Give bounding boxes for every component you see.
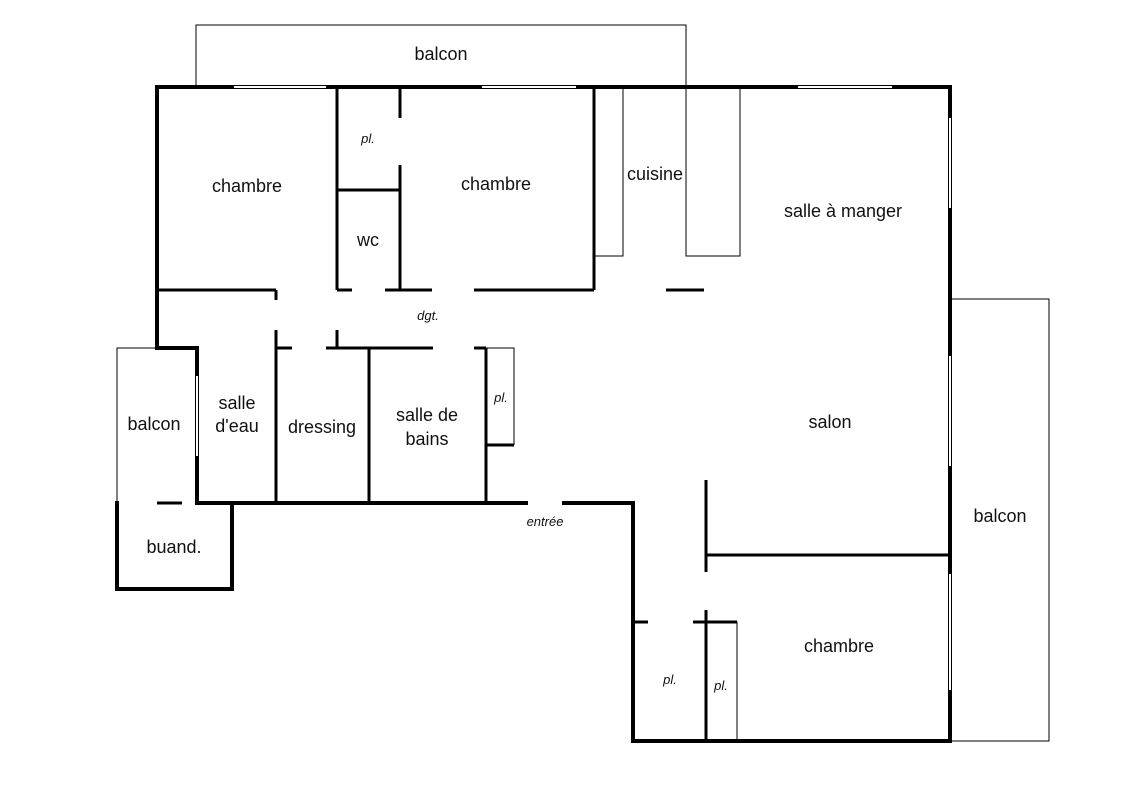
label-degagement: dgt. xyxy=(417,308,439,323)
label-salle-bains-1: salle de xyxy=(396,405,458,425)
label-placard-se-2: pl. xyxy=(713,678,728,693)
label-placard-top: pl. xyxy=(360,131,375,146)
label-balcon-top: balcon xyxy=(414,44,467,64)
label-balcon-west: balcon xyxy=(127,414,180,434)
balcony-west-outline xyxy=(116,347,157,503)
room-labels: balcon chambre pl. chambre wc cuisine sa… xyxy=(127,44,1026,693)
laundry-walls xyxy=(115,501,234,591)
label-placard-se-1: pl. xyxy=(662,672,677,687)
label-salle-bains-2: bains xyxy=(405,429,448,449)
label-wc: wc xyxy=(356,230,379,250)
west-wall xyxy=(155,85,632,505)
label-chambre-se: chambre xyxy=(804,636,874,656)
kitchen-counter-right xyxy=(685,87,741,257)
closet-bath xyxy=(486,347,515,445)
label-buanderie: buand. xyxy=(146,537,201,557)
balconies xyxy=(116,24,1050,742)
balcony-east-outline xyxy=(951,298,1050,742)
label-dressing: dressing xyxy=(288,417,356,437)
balcony-top-outline xyxy=(195,24,687,87)
label-salle-eau-1: salle xyxy=(218,393,255,413)
label-salon: salon xyxy=(808,412,851,432)
label-salle-a-manger: salle à manger xyxy=(784,201,902,221)
closet-se xyxy=(706,621,738,741)
label-balcon-east: balcon xyxy=(973,506,1026,526)
label-placard-bath: pl. xyxy=(493,390,508,405)
label-chambre-nw: chambre xyxy=(212,176,282,196)
fixtures xyxy=(486,87,741,741)
label-salle-eau-2: d'eau xyxy=(215,416,258,436)
kitchen-counter-left xyxy=(594,87,624,257)
label-cuisine: cuisine xyxy=(627,164,683,184)
windows xyxy=(196,86,951,690)
label-entree: entrée xyxy=(527,514,564,529)
label-chambre-n: chambre xyxy=(461,174,531,194)
